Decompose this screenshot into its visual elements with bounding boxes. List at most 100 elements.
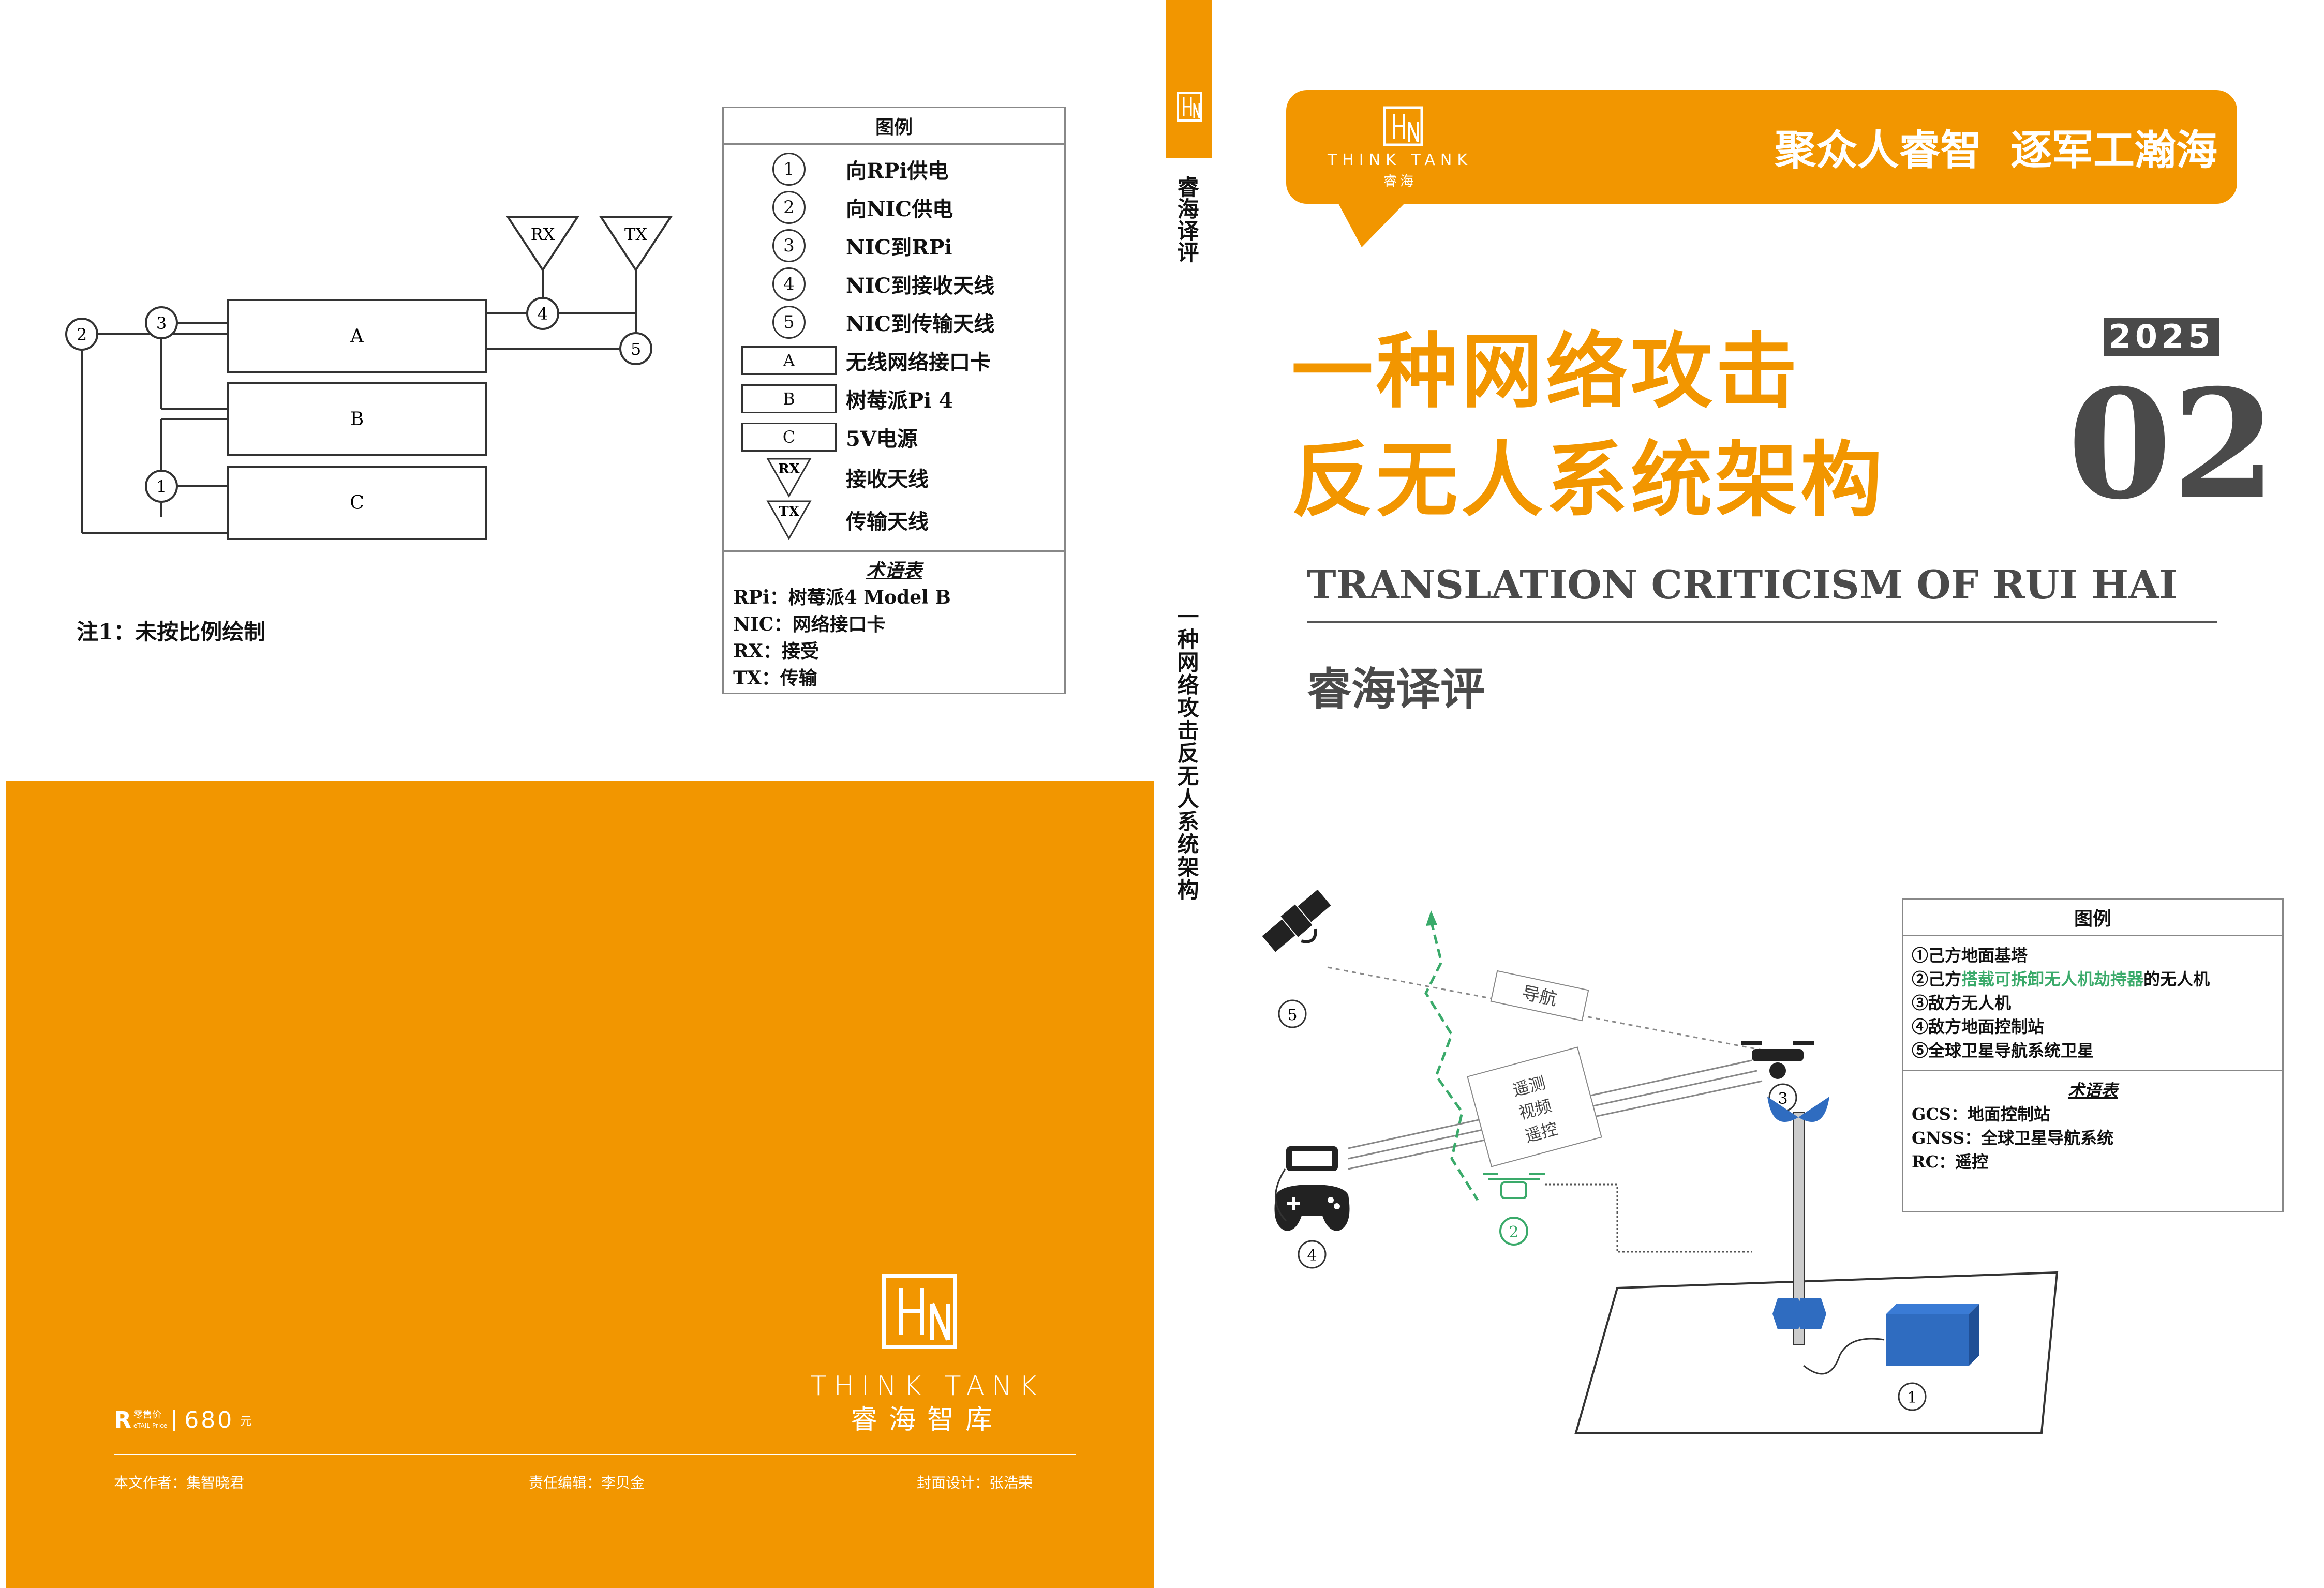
svg-text:5: 5 [631,339,641,359]
svg-text:2: 2 [1509,1223,1518,1241]
svg-text:4: 4 [538,304,548,324]
price-prefix: R [114,1407,131,1433]
node-5 [619,332,652,365]
issue-number: 02 [2067,357,2276,533]
telemetry-label-box: 遥测 视频 遥控 [1467,1046,1602,1167]
tower-mid-antenna [1772,1298,1826,1329]
front-legend: 图例 ①己方地面基塔 ②己方搭载可拆卸无人机劫持器的无人机 ③敌方无人机 ④敌方… [1902,898,2284,1212]
rx-antenna-label: RX [531,224,555,244]
svg-text:5: 5 [1287,1006,1297,1024]
credits-divider [114,1454,1076,1455]
friendly-drone-icon [1483,1173,1545,1199]
front-logo-en: THINK TANK [1327,151,1472,169]
svg-text:1: 1 [156,477,167,497]
front-logo-cn: 睿海 [1383,174,1417,189]
front-node-2 [1499,1217,1528,1246]
front-logo-icon [1383,106,1423,146]
title-line2: 反无人系统架构 [1291,432,1885,528]
back-cover: A B C RX TX [6,107,1154,1588]
price-value: 680 [184,1407,234,1433]
price-label-cn: 零售价 [133,1409,161,1420]
node-4 [526,297,559,330]
block-a-label: A [350,326,364,347]
svg-text:2: 2 [77,325,87,344]
glossary-row: NIC：网络接口卡 [733,613,886,635]
price-unit: 元 [240,1415,252,1428]
spine-title: 一种网络攻击反无人系统架构 [1174,605,1199,901]
credit-editor: 责任编辑：李贝金 [529,1474,645,1491]
logo-cn: 睿海智库 [850,1404,1004,1435]
slogan: 聚众人睿智 逐军工瀚海 [1775,126,2217,174]
rx-antenna [506,216,579,272]
block-c [227,466,487,540]
tower-mast [1793,1112,1805,1345]
legend-row: RX 接收天线 [732,456,1056,499]
front-legend-item: ④敌方地面控制站 [1912,1017,2045,1037]
cn-series: 睿海译评 [1307,664,1485,715]
back-block-diagram: A B C RX TX [65,216,673,540]
tx-antenna [599,216,673,272]
diagram-note: 注1：未按比例绘制 [77,619,266,645]
svg-text:RX: RX [778,461,800,477]
year-badge: 2025 [2104,318,2219,356]
front-node-4 [1298,1240,1327,1269]
gcs-phone-icon [1286,1146,1338,1171]
tower-top-antenna [1767,1097,1829,1122]
svg-text:TX: TX [779,504,799,519]
glossary-row: TX：传输 [733,667,817,689]
satellite-icon [1262,890,1331,952]
spine: 睿海译评 一种网络攻击反无人系统架构 [1164,0,1214,1588]
front-glossary-row: GNSS：全球卫星导航系统 [1912,1128,2114,1148]
front-scenario-diagram: 5 导航 3 遥测 视频 遥控 [1262,890,2059,1434]
block-a [227,299,487,373]
front-legend-item: ③敌方无人机 [1912,993,2012,1013]
glossary-title: 术语表 [866,560,922,581]
spine-series: 睿海译评 [1174,176,1199,263]
control-box-icon [1886,1304,1979,1366]
front-cover: THINK TANK 睿海 聚众人睿智 逐军工瀚海 一种网络攻击 反无人系统架构… [1214,0,2324,1588]
front-node-5 [1278,999,1307,1028]
back-orange-panel: THINK TANK 睿海智库 R 零售价 eTAIL Price 680 元 … [6,781,1154,1588]
block-b-label: B [350,409,364,430]
front-banner [1286,90,2237,204]
front-legend-item: ②己方搭载可拆卸无人机劫持器的无人机 [1912,969,2210,989]
highlight-text: 搭载可拆卸无人机劫持器 [1961,969,2144,989]
legend-row: TX 传输天线 [732,499,1056,541]
en-title-underline [1307,621,2217,623]
front-node-1 [1898,1382,1927,1411]
banner-pointer [1338,203,1405,247]
node-circles: 3 2 1 4 5 [65,297,652,503]
front-legend-title: 图例 [1903,900,2282,936]
tx-antenna-label: TX [624,224,647,244]
en-title: TRANSLATION CRITICISM OF RUI HAI [1307,562,2178,608]
front-legend-item: ⑤全球卫星导航系统卫星 [1912,1041,2094,1060]
glossary-row: RX：接受 [733,640,819,662]
svg-text:3: 3 [156,313,167,333]
front-glossary-row: RC：遥控 [1912,1152,1989,1172]
spine-logo-icon [1177,92,1202,122]
block-c-label: C [350,492,364,514]
node-2 [65,318,98,351]
spine-logo-tab [1166,0,1212,158]
node-1 [145,470,178,503]
enemy-drone-icon [1741,1041,1814,1079]
think-tank-logo-icon [882,1274,957,1349]
credit-designer: 封面设计：张浩荣 [917,1474,1033,1491]
rx-legend-icon: RX [766,458,812,498]
price-block: R 零售价 eTAIL Price 680 元 [114,1407,251,1433]
credit-author: 本文作者：集智晓君 [114,1474,245,1491]
front-legend-item: ①己方地面基塔 [1912,946,2028,965]
price-label-en: eTAIL Price [133,1421,168,1429]
nav-label-box: 导航 [1490,970,1589,1022]
svg-text:1: 1 [1907,1389,1917,1407]
node-3 [145,306,178,339]
svg-text:4: 4 [1307,1247,1317,1265]
